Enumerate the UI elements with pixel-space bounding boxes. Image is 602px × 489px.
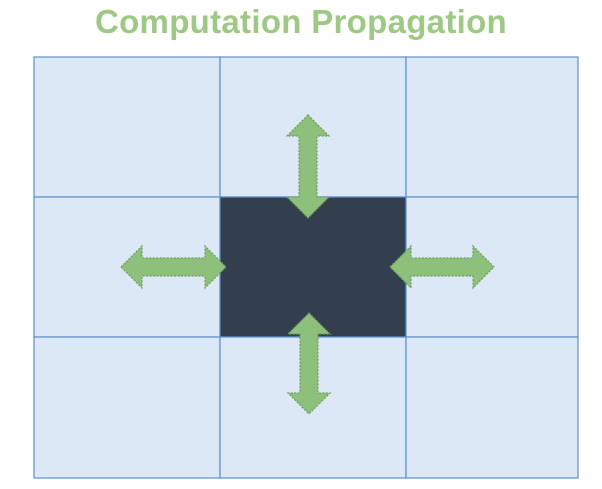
grid-cell-r3-c1 <box>33 336 221 479</box>
grid-cell-r3-c3 <box>405 336 579 479</box>
right-arrow <box>389 244 495 290</box>
down-arrow <box>286 312 332 415</box>
diagram-title: Computation Propagation <box>94 3 508 40</box>
arrows <box>120 114 495 415</box>
left-arrow <box>120 244 227 290</box>
grid-cell-r1-c1 <box>33 56 221 198</box>
grid-cell-r1-c3 <box>405 56 579 198</box>
grid-cell-r2-c2-center <box>219 196 407 338</box>
up-arrow <box>285 114 331 219</box>
